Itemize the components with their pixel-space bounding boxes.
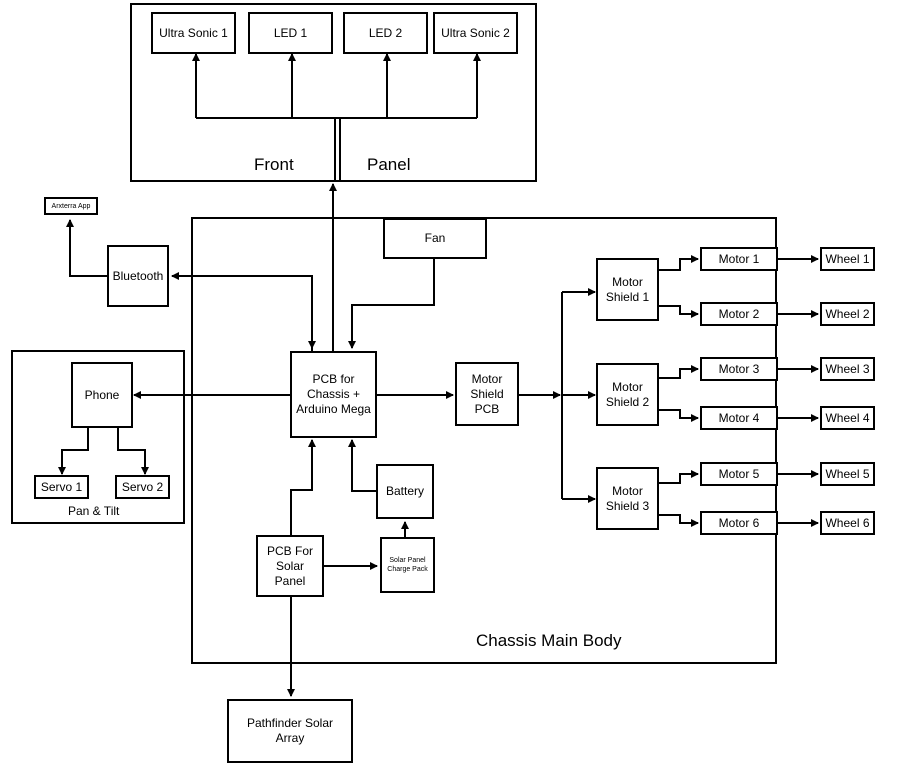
pcb-main-box: PCB for Chassis + Arduino Mega [290, 351, 377, 438]
servo-2-box: Servo 2 [115, 475, 170, 499]
servo-1-box: Servo 1 [34, 475, 89, 499]
pan-tilt-frame [11, 350, 185, 524]
led-2-box: LED 2 [343, 12, 428, 54]
wheel-6-box: Wheel 6 [820, 511, 875, 535]
motor-3-box: Motor 3 [700, 357, 778, 381]
motor-shield-3-box: Motor Shield 3 [596, 467, 659, 530]
wheel-1-box: Wheel 1 [820, 247, 875, 271]
arrow-phone-to-servo-2 [117, 428, 149, 475]
wheel-4-box: Wheel 4 [820, 406, 875, 430]
motor-6-box: Motor 6 [700, 511, 778, 535]
front-panel-label-right: Panel [367, 155, 411, 174]
arrow-shield-2-to-motor-4 [659, 409, 699, 422]
motor-shield-pcb-box: Motor Shield PCB [455, 362, 519, 426]
arrow-bluetooth-to-pcb [250, 275, 316, 349]
arrow-solar-pcb-to-pcb [290, 439, 316, 537]
arxterra-app-box: Arxterra App [44, 197, 98, 215]
arrow-shield-1-to-motor-2 [659, 305, 699, 318]
motor-2-box: Motor 2 [700, 302, 778, 326]
pan-tilt-label: Pan & Tilt [68, 504, 120, 518]
arrow-battery-to-pcb [348, 439, 377, 492]
chassis-label: Chassis Main Body [476, 631, 622, 650]
wheel-3-box: Wheel 3 [820, 357, 875, 381]
fan-box: Fan [383, 218, 487, 259]
ultrasonic-2-box: Ultra Sonic 2 [433, 12, 518, 54]
wheel-5-box: Wheel 5 [820, 462, 875, 486]
arrow-bluetooth-to-app [66, 219, 109, 277]
motor-shield-2-box: Motor Shield 2 [596, 363, 659, 426]
ultrasonic-1-box: Ultra Sonic 1 [151, 12, 236, 54]
phone-box: Phone [71, 362, 133, 428]
motor-1-box: Motor 1 [700, 247, 778, 271]
arrow-shield-3-to-motor-5 [659, 470, 699, 484]
led-1-box: LED 1 [248, 12, 333, 54]
motor-5-box: Motor 5 [700, 462, 778, 486]
arrow-shield-1-to-motor-1 [659, 255, 699, 271]
arrow-shield-3-to-motor-6 [659, 514, 699, 527]
arrow-fan-to-pcb [348, 258, 435, 349]
pcb-solar-box: PCB For Solar Panel [256, 535, 324, 597]
solar-array-box: Pathfinder Solar Array [227, 699, 353, 763]
motor-4-box: Motor 4 [700, 406, 778, 430]
wheel-2-box: Wheel 2 [820, 302, 875, 326]
front-panel-label-left: Front [254, 155, 294, 174]
charge-pack-box: Solar Panel Charge Pack [380, 537, 435, 593]
motor-shield-1-box: Motor Shield 1 [596, 258, 659, 321]
bluetooth-box: Bluetooth [107, 245, 169, 307]
front-panel-frame [130, 3, 537, 182]
arrow-shield-2-to-motor-3 [659, 365, 699, 379]
battery-box: Battery [376, 464, 434, 519]
arrow-phone-to-servo-1 [58, 428, 89, 475]
